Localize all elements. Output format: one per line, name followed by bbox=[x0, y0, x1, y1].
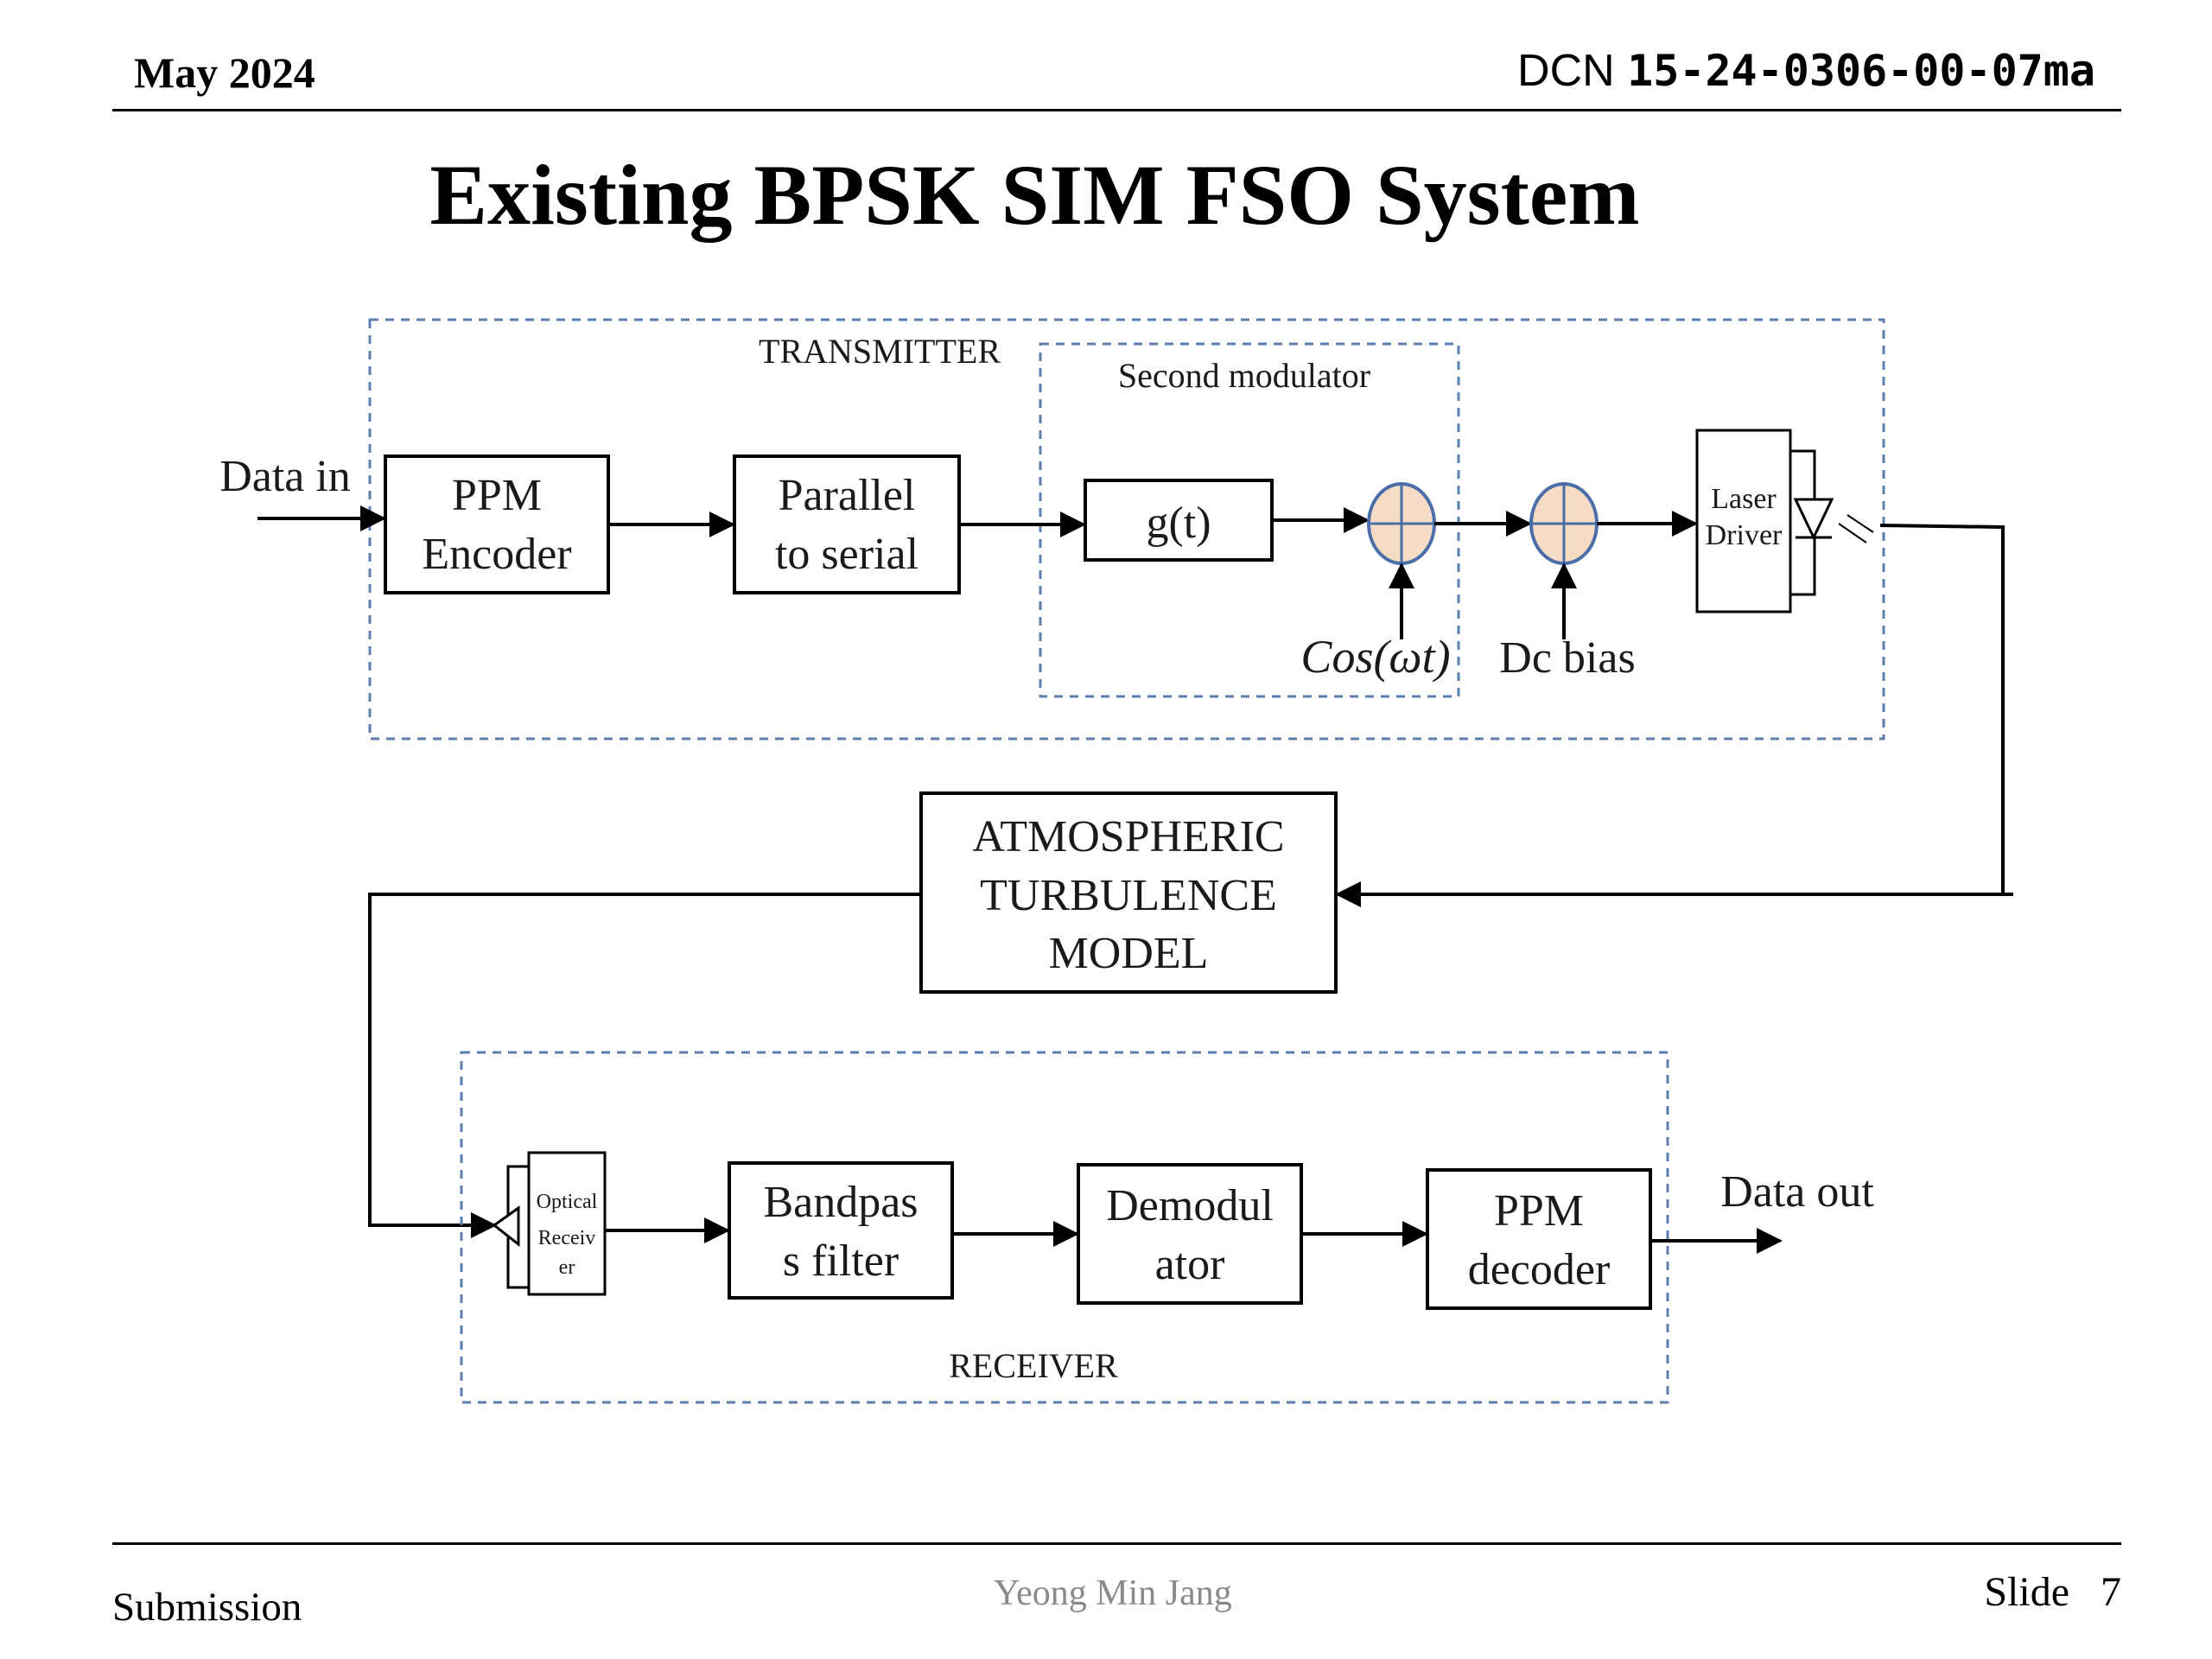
header-date: May 2024 bbox=[134, 48, 315, 97]
parallel-to-serial-box bbox=[733, 454, 961, 594]
decoder-line2: decoder bbox=[1468, 1245, 1611, 1294]
bandpass-box bbox=[728, 1161, 954, 1300]
optical-receiver bbox=[492, 1151, 607, 1296]
dcn-number: 15-24-0306-00-07ma bbox=[1627, 46, 2095, 96]
atmospheric-line3: MODEL bbox=[1049, 929, 1209, 978]
bandpass-line1: Bandpas bbox=[763, 1178, 918, 1227]
optical-line3: er bbox=[559, 1256, 575, 1279]
atmospheric-line1: ATMOSPHERIC bbox=[972, 812, 1284, 861]
atmospheric-box bbox=[919, 791, 1338, 994]
ppm-encoder-line1: PPM bbox=[452, 471, 542, 520]
ppm-decoder-box bbox=[1426, 1168, 1652, 1310]
second-modulator-label: Second modulator bbox=[1118, 356, 1370, 395]
demodulator-box bbox=[1077, 1163, 1303, 1305]
demod-line2: ator bbox=[1155, 1240, 1225, 1289]
atmospheric-line2: TURBULENCE bbox=[980, 871, 1277, 920]
footer-slide-number: Slide 7 bbox=[1984, 1569, 2121, 1615]
ppm-encoder-line2: Encoder bbox=[422, 530, 571, 579]
laser-driver bbox=[1695, 429, 1874, 613]
demod-line1: Demodul bbox=[1106, 1181, 1274, 1230]
data-out-label: Data out bbox=[1720, 1167, 1874, 1217]
optical-line1: Optical bbox=[537, 1191, 598, 1213]
slide-title: Existing BPSK SIM FSO System bbox=[429, 147, 1640, 243]
header-dcn: DCN 15-24-0306-00-07ma bbox=[1517, 45, 2095, 97]
laser-line1: Laser bbox=[1711, 483, 1777, 515]
footer-submission: Submission bbox=[112, 1585, 302, 1630]
data-in-label: Data in bbox=[219, 452, 351, 501]
g-t-label: g(t) bbox=[1146, 499, 1211, 548]
receiver-label: RECEIVER bbox=[949, 1346, 1118, 1385]
dc-bias-label: Dc bias bbox=[1499, 633, 1635, 683]
dcn-prefix: DCN bbox=[1517, 46, 1615, 96]
footer-author: Yeong Min Jang bbox=[994, 1573, 1232, 1613]
transmitter-label: TRANSMITTER bbox=[759, 332, 1001, 371]
second-modulator-region bbox=[1039, 342, 1460, 698]
wire-atmosphere-to-receiver bbox=[368, 893, 921, 1238]
decoder-line1: PPM bbox=[1494, 1186, 1584, 1236]
p2s-line1: Parallel bbox=[779, 471, 916, 520]
footer-rule bbox=[112, 1542, 2121, 1545]
header-rule bbox=[112, 109, 2121, 111]
mixer-cos bbox=[1367, 482, 1436, 565]
optical-line2: Receiv bbox=[538, 1227, 596, 1249]
p2s-line2: to serial bbox=[775, 530, 918, 579]
cos-label: Cos(ωt) bbox=[1300, 631, 1450, 683]
laser-line2: Driver bbox=[1706, 519, 1783, 551]
wire-laser-to-atmosphere bbox=[1879, 524, 2013, 896]
bandpass-line2: s filter bbox=[783, 1236, 899, 1286]
mixer-dc bbox=[1529, 482, 1599, 565]
